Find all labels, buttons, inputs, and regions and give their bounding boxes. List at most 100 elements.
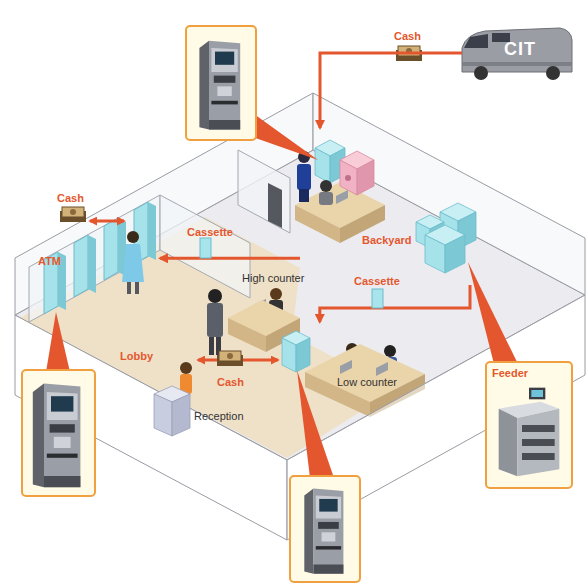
backyard-area: Backyard [300, 128, 500, 285]
cassette-icon [372, 289, 383, 308]
feeder-machines [416, 203, 476, 273]
node-label: Lobby [120, 350, 153, 363]
callout-box [22, 26, 572, 582]
node-label: Backyard [362, 234, 412, 247]
safe [340, 160, 357, 195]
node-label: ATM [38, 255, 61, 268]
cash-icon [60, 207, 86, 222]
edge-label: Cash [394, 30, 421, 43]
lobby-machine [282, 338, 296, 372]
callout-box [290, 476, 360, 582]
cit-van: CIT [462, 28, 572, 78]
customer-man [207, 303, 223, 337]
backyard-clerk [319, 192, 333, 205]
low-counter-desk [376, 362, 388, 376]
atm-customer [122, 231, 144, 294]
cit-van [462, 62, 572, 66]
low-counter-desk [384, 345, 396, 357]
node-label: Reception [194, 410, 244, 423]
high-counter-desk [270, 288, 282, 300]
cit-van [462, 28, 572, 80]
callout-box [486, 362, 572, 488]
flow-label: Cash [57, 192, 84, 205]
node-label: Feeder [492, 367, 528, 380]
atm-customer [127, 282, 131, 294]
feeder-machines [425, 235, 445, 273]
customer-man [208, 289, 222, 303]
backyard-clerk [319, 180, 348, 205]
security-guard [297, 151, 311, 202]
partition-wall [29, 195, 160, 322]
safe [345, 175, 351, 181]
atm-machine [148, 202, 156, 260]
high-counter-desk [228, 318, 266, 352]
flow-arrow [320, 53, 462, 128]
teller-machine [315, 148, 330, 183]
cash-icon [396, 46, 422, 61]
reception-staff [180, 362, 192, 374]
feeder-machines [445, 235, 465, 273]
cit-van [462, 28, 572, 72]
customer-man [209, 337, 214, 355]
atm-customer [127, 231, 139, 243]
cit-van [474, 66, 488, 80]
edge-label: Cassette [187, 226, 233, 239]
customer-man [207, 289, 223, 355]
edge-label: Cassette [354, 275, 400, 288]
flow-label: Cash [217, 376, 244, 389]
atm-customer [135, 282, 139, 294]
safe [357, 160, 374, 195]
atm-customer [122, 244, 144, 282]
callout-box [499, 388, 560, 477]
cash-flow-arrow [90, 220, 124, 223]
cash-icon [217, 351, 243, 366]
low-counter-desk [340, 360, 352, 374]
backyard-clerk [320, 180, 332, 192]
cassette-icon [200, 238, 211, 258]
callout-box [297, 370, 334, 478]
node-label: Low counter [337, 376, 397, 389]
cash-flow-arrow [90, 221, 278, 360]
cash-icon [396, 46, 422, 61]
security-guard [299, 189, 309, 202]
lobby-area: LobbyReception [110, 340, 285, 450]
flow-arrow [320, 285, 470, 322]
callout-box [468, 262, 518, 364]
lobby-machine [296, 338, 310, 372]
atm-machine [104, 218, 118, 280]
partition-wall [160, 195, 250, 298]
connector-layer [160, 53, 470, 322]
cit-van [464, 34, 488, 48]
callout-box [304, 489, 343, 574]
partition-wall [238, 150, 290, 233]
node-label: CIT [504, 39, 536, 60]
feeder-callout: Feeder [486, 362, 572, 488]
node-label: High counter [242, 272, 304, 285]
callout-box [199, 41, 240, 130]
backyard-desk [295, 182, 385, 243]
partition-wall [29, 150, 290, 322]
atm-row: ATM [28, 195, 160, 330]
reception-desk: Reception [150, 382, 250, 440]
safe [340, 151, 374, 195]
callout-box [22, 370, 95, 496]
reception-box [172, 394, 190, 436]
partition-wall [268, 183, 282, 228]
reception-staff [180, 362, 192, 394]
flow-arrow [160, 257, 300, 260]
callout-box [186, 26, 256, 140]
lobby-machine [282, 331, 310, 372]
backyard-clerk [336, 190, 348, 204]
callout-box [33, 384, 81, 488]
callout-box [46, 312, 70, 372]
reception-box [154, 394, 172, 436]
cash-icon [60, 207, 243, 366]
cit-van [546, 66, 560, 80]
low-counter: Low counter [285, 322, 430, 405]
high-counter: High counter [225, 266, 310, 346]
